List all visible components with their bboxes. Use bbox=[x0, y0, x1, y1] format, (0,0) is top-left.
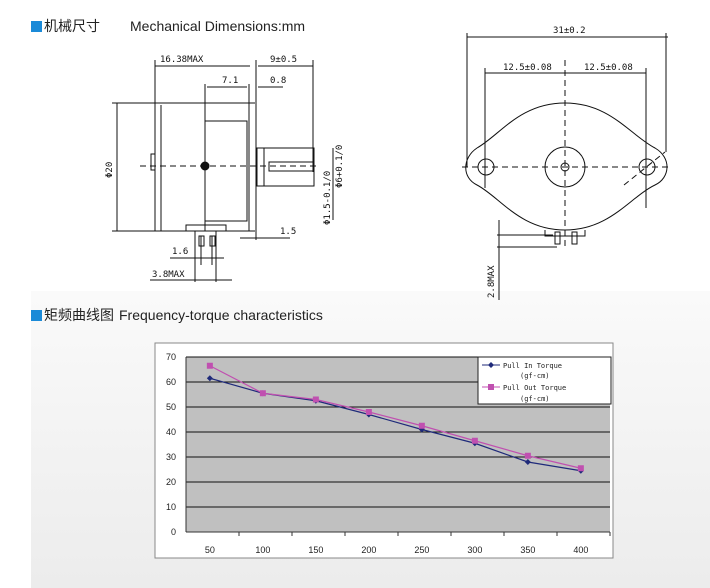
legend-diamond-marker-icon bbox=[488, 362, 494, 368]
dim-0-8: 0.8 bbox=[270, 76, 286, 86]
pull-out-point bbox=[577, 465, 584, 472]
dim-shaft-length: 9±0.5 bbox=[270, 55, 297, 65]
pull-out-point bbox=[259, 390, 266, 397]
dim-width-31: 31±0.2 bbox=[553, 26, 586, 36]
series-line-1 bbox=[209, 365, 581, 469]
mechanical-drawing: 16.38MAX 9±0.5 7.1 0.8 Φ20 Φ6+0.1/0 Φ1.5… bbox=[105, 26, 672, 300]
pull-out-point bbox=[206, 362, 213, 369]
dim-length-max: 16.38MAX bbox=[160, 55, 204, 65]
section-bullet-icon bbox=[31, 309, 42, 321]
x-tick-label: 250 bbox=[414, 545, 429, 555]
x-tick-label: 50 bbox=[205, 545, 215, 555]
mechanical-title-en: Mechanical Dimensions:mm bbox=[130, 18, 306, 34]
torque-title-en: Frequency-torque characteristics bbox=[119, 307, 323, 323]
pull-out-point bbox=[524, 452, 531, 459]
dim-hole-right: 12.5±0.08 bbox=[584, 63, 633, 73]
y-tick-label: 50 bbox=[166, 402, 176, 412]
y-tick-label: 0 bbox=[171, 527, 176, 537]
torque-section-title: 矩频曲线图 Frequency-torque characteristics bbox=[31, 305, 323, 325]
x-tick-label: 200 bbox=[361, 545, 376, 555]
x-tick-label: 350 bbox=[520, 545, 535, 555]
x-tick-label: 150 bbox=[308, 545, 323, 555]
dim-1-5: 1.5 bbox=[280, 227, 296, 237]
pull-out-point bbox=[471, 437, 478, 444]
y-tick-label: 60 bbox=[166, 377, 176, 387]
pull-in-point bbox=[206, 375, 213, 382]
front-view-drawing bbox=[462, 33, 672, 300]
x-tick-label: 300 bbox=[467, 545, 482, 555]
chart-legend: Pull In Torque (gf-cm) Pull Out Torque (… bbox=[477, 356, 612, 405]
legend-pull-in-unit: (gf-cm) bbox=[520, 372, 550, 380]
legend-pull-out: Pull Out Torque bbox=[503, 384, 566, 392]
x-tick-label: 400 bbox=[573, 545, 588, 555]
mechanical-title-cn: 机械尺寸 bbox=[44, 18, 100, 34]
legend-square-marker-icon bbox=[488, 384, 494, 390]
mechanical-section-title: 机械尺寸 Mechanical Dimensions:mm bbox=[31, 16, 305, 36]
pull-out-point bbox=[418, 422, 425, 429]
y-tick-label: 10 bbox=[166, 502, 176, 512]
dim-3-8max: 3.8MAX bbox=[152, 270, 185, 280]
y-tick-label: 40 bbox=[166, 427, 176, 437]
pull-in-point bbox=[524, 459, 531, 465]
torque-title-cn: 矩频曲线图 bbox=[44, 307, 114, 323]
y-tick-label: 30 bbox=[166, 452, 176, 462]
pull-out-point bbox=[365, 409, 372, 415]
dim-7-1: 7.1 bbox=[222, 76, 238, 86]
legend-pull-in: Pull In Torque bbox=[503, 362, 562, 370]
dim-pin-diameter: Φ1.5-0.1/0 bbox=[323, 171, 333, 225]
y-tick-label: 70 bbox=[166, 352, 176, 362]
side-view-drawing bbox=[112, 60, 334, 282]
y-tick-label: 20 bbox=[166, 477, 176, 487]
dim-hole-left: 12.5±0.08 bbox=[503, 63, 552, 73]
dim-1-6: 1.6 bbox=[172, 247, 188, 257]
dim-shaft-diameter: Φ6+0.1/0 bbox=[335, 145, 345, 188]
x-tick-label: 100 bbox=[255, 545, 270, 555]
section-bullet-icon bbox=[31, 20, 42, 32]
dim-2-8max: 2.8MAX bbox=[487, 265, 497, 298]
legend-pull-out-unit: (gf-cm) bbox=[520, 395, 550, 403]
dim-diameter-20: Φ20 bbox=[105, 162, 115, 178]
pull-out-point bbox=[312, 396, 319, 403]
